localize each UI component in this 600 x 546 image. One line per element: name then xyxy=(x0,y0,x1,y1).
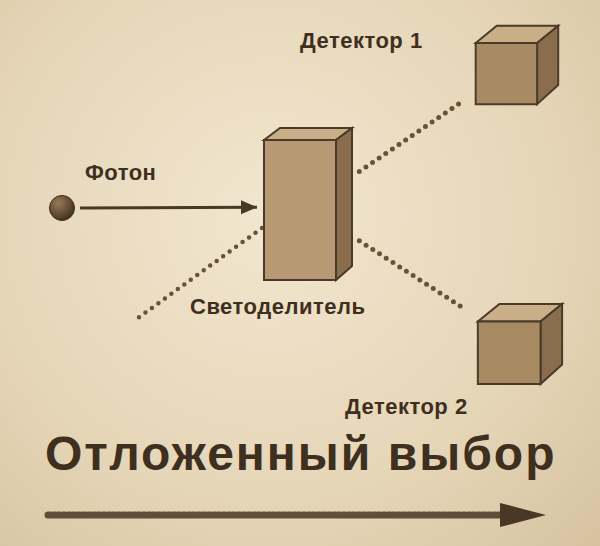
diagram-title: Отложенный выбор xyxy=(45,426,556,481)
photon-ball xyxy=(48,194,76,222)
photon-path xyxy=(359,241,466,310)
detector-cube xyxy=(468,22,564,108)
photon: Фотон xyxy=(48,194,76,222)
node-label: Детектор 2 xyxy=(345,394,468,420)
beam-splitter-slab xyxy=(258,126,356,288)
photon-arrow xyxy=(80,200,257,214)
node-label: Детектор 1 xyxy=(300,28,423,54)
detector-cube xyxy=(470,300,568,388)
detector: Детектор 1 xyxy=(468,22,564,108)
detector: Детектор 2 xyxy=(470,300,568,388)
photon-path xyxy=(359,100,464,172)
node-label: Фотон xyxy=(85,160,156,186)
time-arrow-head xyxy=(500,503,546,527)
node-label: Светоделитель xyxy=(190,294,365,320)
beam-splitter: Светоделитель xyxy=(258,126,356,288)
time-arrow-shaft xyxy=(48,512,505,519)
